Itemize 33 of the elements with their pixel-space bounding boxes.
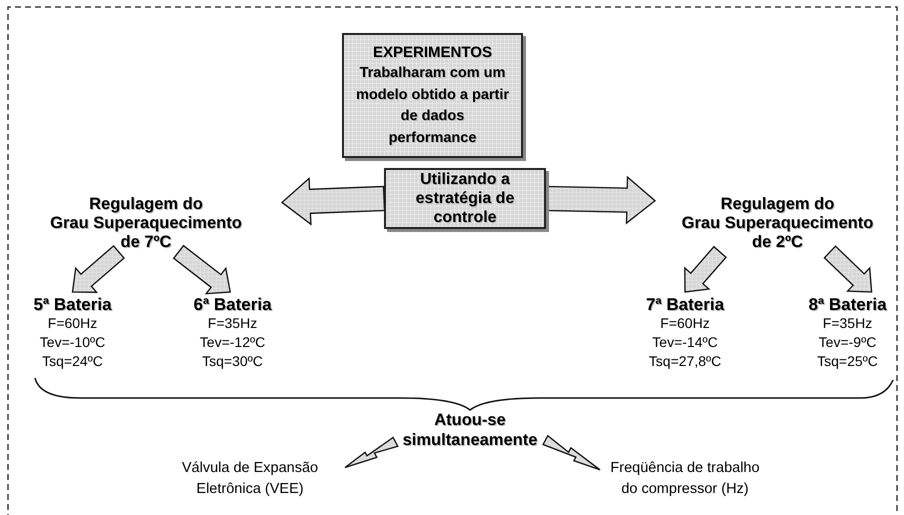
box-heading: EXPERIMENTOS (373, 42, 492, 63)
parameter-value: Tev=-12ºC (200, 333, 266, 352)
parameter-value: Tsq=30ºC (202, 352, 263, 371)
lightning-arrow (542, 434, 601, 470)
block-arrow (280, 177, 386, 226)
battery-heading: 5ª Bateria (33, 295, 112, 314)
parameter-value: Tev=-10ºC (40, 333, 106, 352)
battery-heading: 6ª Bateria (193, 295, 272, 314)
group-heading: Regulagem do Grau Superaquecimento de 2ºC (655, 195, 900, 252)
box-text: Utilizando a estratégia de controle (416, 170, 514, 227)
block-arrow (72, 244, 125, 293)
parameter-value: F=35Hz (822, 314, 872, 333)
group-heading: Regulagem do Grau Superaquecimento de 7ºC (10, 195, 282, 252)
battery-heading: 7ª Bateria (646, 295, 724, 314)
parameter-value: F=60Hz (660, 314, 710, 333)
process-box (342, 33, 523, 158)
parameter-value: Tev=-9ºC (818, 333, 876, 352)
lightning-arrow (344, 436, 399, 468)
block-arrow (172, 244, 231, 294)
parameter-value: Tsq=25ºC (817, 352, 878, 371)
parameter-value: F=35Hz (208, 314, 258, 333)
box-text: Trabalharam com um modelo obtido a partir de dados performance (356, 64, 510, 148)
parameter-value: F=60Hz (48, 314, 98, 333)
block-arrow (823, 245, 872, 293)
parameter-value: Tsq=24ºC (42, 352, 103, 371)
block-arrow (684, 246, 727, 293)
process-box (384, 168, 546, 229)
parameter-value: Tev=-14ºC (652, 333, 718, 352)
parameter-value: Tsq=27,8ºC (648, 352, 722, 371)
output-label: Válvula de Expansão Eletrônica (VEE) (155, 456, 345, 502)
battery-heading: 8ª Bateria (808, 295, 887, 314)
summary-text: Atuou-se simultaneamente (395, 408, 545, 452)
output-label: Freqüência de trabalho do compressor (Hz) (600, 456, 770, 502)
